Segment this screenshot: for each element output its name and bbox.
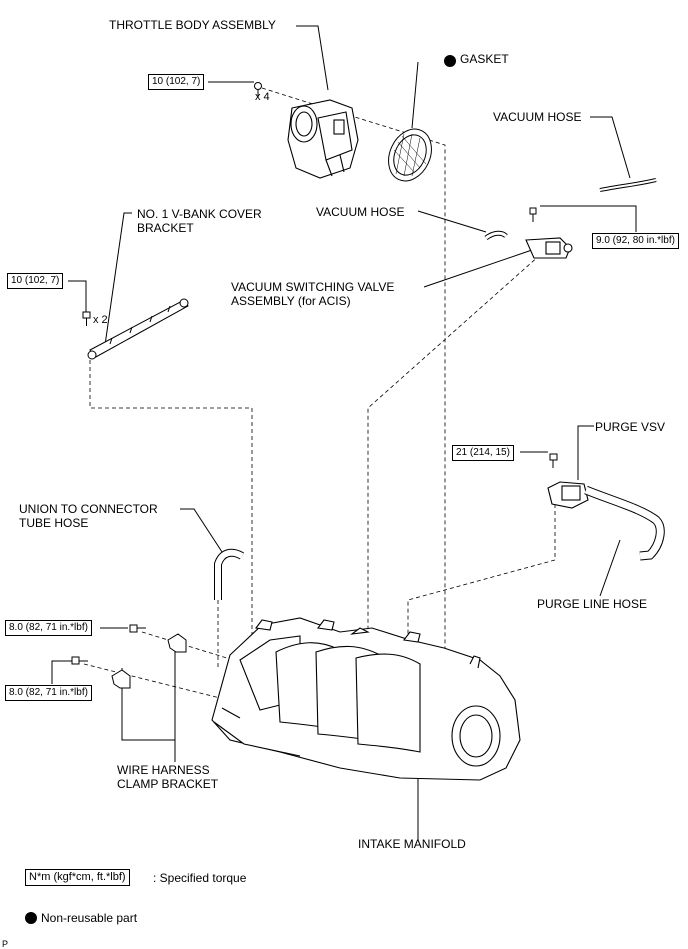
leader-purge-line-hose	[599, 539, 621, 597]
dash-purge-to-manifold	[407, 490, 556, 640]
purge-line-hose-label: PURGE LINE HOSE	[537, 597, 648, 611]
dash-vsv-to-manifold	[367, 254, 541, 630]
purge-line-hose-icon	[584, 485, 665, 561]
leader-gasket	[411, 61, 419, 129]
wire-clamp-label-line1: WIRE HARNESS	[117, 763, 210, 777]
purge-bolt-icon	[549, 453, 558, 468]
legend-torque-box: N*m (kgf*cm, ft.*lbf)	[25, 869, 130, 886]
leader-vbank	[103, 212, 132, 353]
legend-torque-desc: : Specified torque	[153, 871, 247, 885]
purge-vsv-label: PURGE VSV	[595, 420, 666, 434]
legend-nonreusable-desc: Non-reusable part	[41, 911, 138, 925]
vacuum-hose-upper-label: VACUUM HOSE	[493, 110, 582, 124]
legend-nonreusable-icon	[25, 912, 37, 924]
intake-manifold-icon	[211, 617, 521, 781]
throttle-torque-box: 10 (102, 7)	[148, 74, 205, 90]
wire-clamp-bracket-icon	[111, 633, 187, 689]
union-hose-label-line1: UNION TO CONNECTOR	[19, 502, 158, 516]
leader-vsv-acis	[423, 249, 533, 288]
throttle-body-icon	[287, 99, 359, 179]
vbank-torque-box: 10 (102, 7)	[7, 273, 64, 289]
purge-vsv-icon	[547, 481, 589, 509]
vsv-acis-icon	[525, 237, 573, 259]
throttle-body-label: THROTTLE BODY ASSEMBLY	[109, 18, 276, 32]
dash-throttle-to-gasket	[261, 87, 446, 700]
vbank-bolt-qty: x 2	[93, 314, 108, 326]
leader-vacuum-hose-lower	[417, 210, 487, 233]
leader-purge-vsv	[577, 425, 594, 480]
vsv-acis-label-line2: ASSEMBLY (for ACIS)	[231, 294, 351, 308]
footer-code: P	[2, 939, 8, 949]
vacuum-hose-lower-label: VACUUM HOSE	[316, 205, 405, 219]
leader-union-hose	[180, 508, 225, 556]
leader-vsv-torque	[540, 205, 637, 232]
vsv-torque-box: 9.0 (92, 80 in.*lbf)	[592, 233, 679, 249]
clamp-bolt-lower-icon	[71, 656, 88, 665]
leader-clamp-torque-lower	[51, 660, 72, 684]
vsv-acis-label-line1: VACUUM SWITCHING VALVE	[231, 280, 395, 294]
vbank-bracket-label-line2: BRACKET	[137, 221, 194, 235]
leader-vacuum-hose-upper	[590, 116, 631, 179]
dash-clamp-lower	[83, 663, 221, 699]
throttle-bolt-icon	[254, 82, 262, 97]
purge-torque-box: 21 (214, 15)	[452, 445, 514, 461]
vbank-bolt-icon	[82, 311, 91, 326]
leader-throttle	[296, 25, 329, 91]
dash-clamp-upper	[141, 631, 241, 663]
clamp-torque-box-upper: 8.0 (82, 71 in.*lbf)	[5, 620, 92, 636]
intake-manifold-label: INTAKE MANIFOLD	[358, 837, 466, 851]
gasket-icon	[388, 128, 432, 182]
vbank-bracket-label-line1: NO. 1 V-BANK COVER	[137, 207, 262, 221]
clamp-bolt-upper-icon	[129, 624, 146, 633]
throttle-bolt-qty: x 4	[255, 91, 270, 103]
vsv-bolt-icon	[529, 207, 537, 222]
clamp-torque-box-lower: 8.0 (82, 71 in.*lbf)	[5, 685, 92, 701]
union-hose-label-line2: TUBE HOSE	[19, 516, 89, 530]
nonreusable-marker-icon	[444, 55, 456, 67]
leader-wire-clamp	[121, 650, 176, 741]
vbank-bracket-icon	[87, 298, 189, 360]
dash-vbank-to-manifold	[89, 360, 253, 640]
leader-vbank-torque	[68, 280, 87, 312]
gasket-label: GASKET	[460, 52, 509, 66]
wire-clamp-label-line2: CLAMP BRACKET	[117, 777, 219, 791]
